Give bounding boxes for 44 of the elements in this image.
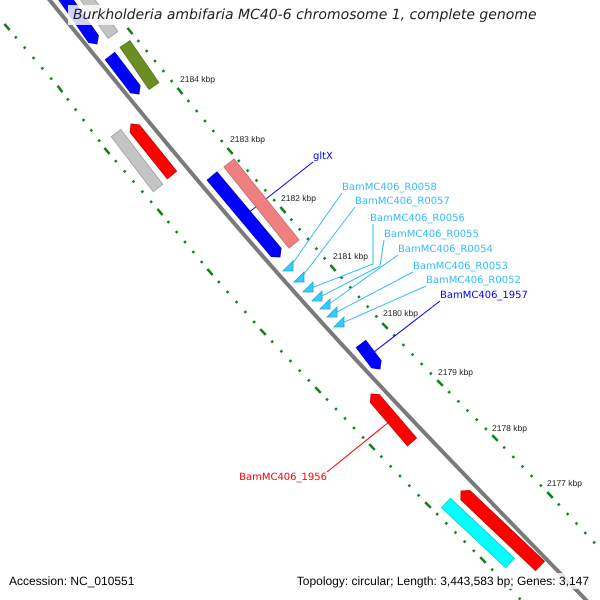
leader-line xyxy=(322,240,384,296)
gene-label: BamMC406_R0056 xyxy=(370,213,465,224)
leader-line xyxy=(304,206,356,274)
gene-feature xyxy=(130,124,178,180)
leader-line xyxy=(312,224,374,288)
scale-label: 2179 kbp xyxy=(438,367,473,377)
gene-feature xyxy=(370,394,418,446)
scale-label: 2180 kbp xyxy=(383,308,418,318)
gene-feature xyxy=(104,52,141,94)
gene-label: BamMC406_R0053 xyxy=(413,261,508,272)
gene-label: BamMC406_R0058 xyxy=(342,182,437,193)
leader-line xyxy=(336,272,414,312)
gene-feature xyxy=(356,340,382,370)
leader-line xyxy=(292,192,342,264)
scale-label: 2183 kbp xyxy=(230,134,265,144)
scale-label: 2177 kbp xyxy=(547,478,582,488)
gene-marker xyxy=(326,306,338,318)
gene-feature xyxy=(110,128,164,192)
gene-feature xyxy=(223,158,300,249)
gene-marker xyxy=(319,298,330,310)
leader-line xyxy=(374,300,440,352)
gene-marker xyxy=(333,316,344,328)
gene-label: BamMC406_R0055 xyxy=(384,229,479,240)
scale-label: 2184 kbp xyxy=(180,74,215,84)
gene-marker xyxy=(311,290,322,302)
gene-feature xyxy=(460,490,546,572)
scale-label: 2182 kbp xyxy=(281,193,316,203)
gene-feature xyxy=(206,171,282,258)
leader-line xyxy=(330,254,398,304)
leader-line xyxy=(326,422,388,472)
gene-label: gltX xyxy=(313,151,333,162)
scale-label: 2178 kbp xyxy=(492,423,527,433)
gene-marker xyxy=(302,281,314,292)
gene-label: BamMC406_R0052 xyxy=(426,275,521,286)
scale-label: 2181 kbp xyxy=(333,251,368,261)
gene-feature xyxy=(120,40,160,90)
gene-label: BamMC406_1957 xyxy=(440,290,528,301)
leader-line xyxy=(344,286,426,323)
gene-feature xyxy=(440,498,516,568)
gene-marker xyxy=(282,260,294,272)
gene-marker xyxy=(293,271,304,282)
gene-label: BamMC406_1956 xyxy=(239,472,327,483)
gene-label: BamMC406_R0054 xyxy=(398,244,493,255)
gene-label: BamMC406_R0057 xyxy=(355,196,450,207)
